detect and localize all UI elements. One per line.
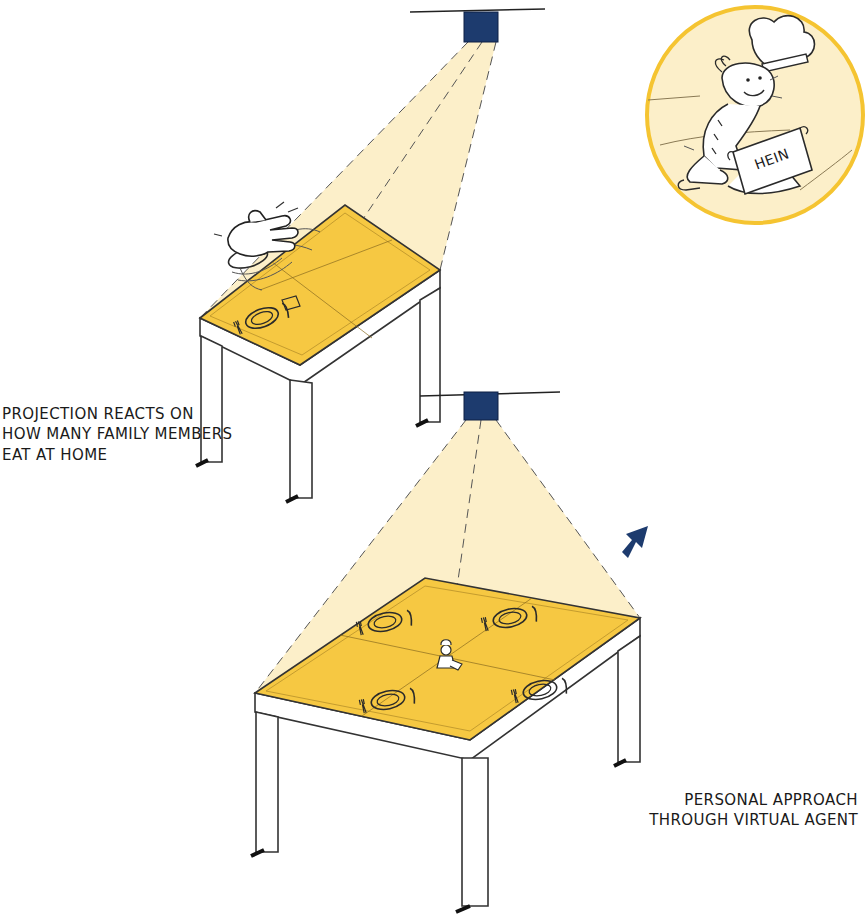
- table-frame: [251, 760, 626, 912]
- projected-table-top: [340, 598, 555, 716]
- hand: [228, 216, 298, 256]
- virtual-agent-small: [437, 640, 462, 670]
- plate-setting: [356, 604, 568, 715]
- projected-table-top: [260, 240, 392, 338]
- virtual-agent: [687, 156, 728, 184]
- virtual-agent-small: [441, 640, 451, 645]
- projected-table-top: [200, 205, 440, 365]
- virtual-agent: [762, 54, 808, 72]
- projector: [464, 12, 498, 42]
- virtual-agent-small: [441, 645, 451, 655]
- virtual-agent: [744, 90, 764, 96]
- projector: [464, 392, 498, 420]
- table-frame: [290, 380, 312, 498]
- plate-setting: [356, 608, 413, 637]
- caption-text: PERSONAL APPROACH THROUGH VIRTUAL AGENT: [612, 790, 858, 831]
- hand: [249, 211, 266, 222]
- plate-setting: [511, 676, 568, 705]
- projector: [464, 392, 498, 420]
- virtual-agent: [678, 180, 700, 190]
- hand: [214, 202, 298, 236]
- hand: [214, 202, 298, 256]
- plate-setting: [359, 686, 416, 715]
- name-sign: [728, 127, 812, 194]
- name-sign: [733, 128, 812, 194]
- plate-setting: [481, 604, 538, 633]
- projected-table-top: [210, 213, 430, 355]
- virtual-agent: [746, 78, 750, 82]
- light-cone: [200, 42, 496, 365]
- sign-text: HEIN: [741, 140, 804, 178]
- projected-table-top: [255, 578, 640, 740]
- light-cone: [255, 420, 640, 740]
- light-cone: [200, 42, 496, 365]
- projector: [464, 12, 498, 42]
- light-cone: [255, 420, 640, 740]
- virtual-agent: [678, 16, 814, 194]
- plate-setting: [233, 296, 300, 336]
- plate-setting: [233, 300, 291, 336]
- virtual-agent: [712, 120, 722, 154]
- table-frame: [420, 288, 440, 422]
- projected-table-top: [255, 578, 640, 740]
- virtual-agent: [715, 56, 730, 72]
- moving-plate: [240, 268, 262, 290]
- projected-table-top: [200, 205, 440, 365]
- zoom-circle: [647, 7, 863, 223]
- zoom-arrow: [622, 526, 648, 558]
- caption-text: PROJECTION REACTS ON HOW MANY FAMILY MEM…: [2, 404, 234, 465]
- table-frame: [462, 758, 488, 906]
- virtual-agent: [722, 63, 774, 107]
- projected-table-top: [266, 586, 628, 731]
- virtual-agent-small: [450, 660, 462, 670]
- table-frame: [618, 636, 640, 762]
- plate-setting: [282, 296, 300, 310]
- table-frame: [256, 712, 278, 852]
- zoom-arrow: [622, 526, 648, 558]
- zoom-circle: [647, 7, 863, 223]
- virtual-agent: [758, 76, 762, 80]
